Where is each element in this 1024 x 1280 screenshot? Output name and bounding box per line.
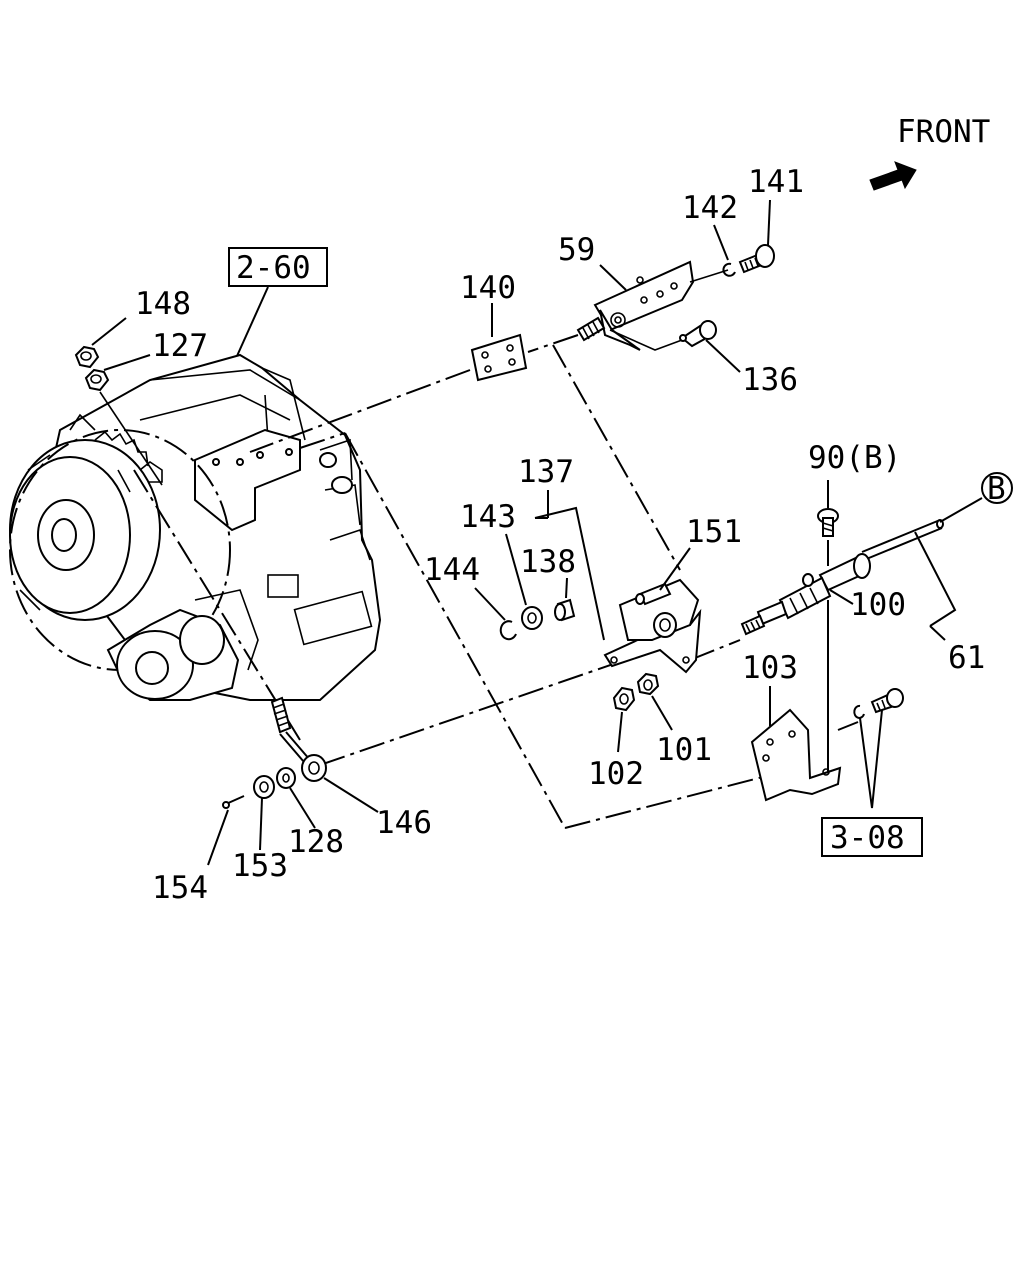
- cable-61: [740, 519, 944, 636]
- injection-pump-drawing: [9, 353, 382, 701]
- callout-140: 140: [460, 270, 516, 306]
- pin-151: [635, 582, 672, 606]
- bolt-90b: [817, 508, 839, 537]
- ref-box-2-60: [228, 247, 328, 287]
- bracket-103: [750, 708, 842, 802]
- callout-153: 153: [232, 848, 288, 884]
- callout-100: 100: [850, 587, 906, 623]
- nut-101: [636, 672, 660, 696]
- clip-3-08: [853, 704, 865, 719]
- clip-142: [722, 262, 736, 277]
- ref-2-60-label: 2-60: [236, 250, 311, 286]
- callout-148: 148: [135, 286, 191, 322]
- lever-137: [603, 578, 702, 674]
- joint-146: [301, 754, 327, 782]
- front-label: FRONT: [897, 114, 990, 150]
- callout-141: 141: [748, 164, 804, 200]
- front-arrow-icon: [869, 161, 917, 191]
- washer-153: [253, 775, 275, 799]
- ref-circle-b: [981, 472, 1013, 504]
- callout-128: 128: [288, 824, 344, 860]
- bracket-59: [576, 260, 695, 351]
- callout-101: 101: [656, 732, 712, 768]
- callout-136: 136: [742, 362, 798, 398]
- bolt-141: [738, 244, 775, 274]
- plate-140: [470, 333, 528, 382]
- callout-151: 151: [686, 514, 742, 550]
- callout-90b: 90(B): [808, 440, 901, 476]
- nut-148: [74, 345, 100, 369]
- ref-b-label: B: [987, 471, 1006, 507]
- bolt-3-08: [870, 688, 904, 714]
- callout-154: 154: [152, 870, 208, 906]
- rod-linkage: [270, 696, 311, 763]
- nut-127: [84, 368, 110, 392]
- washer-128: [276, 767, 296, 789]
- pin-154: [222, 795, 245, 809]
- callout-61: 61: [948, 640, 985, 676]
- nut-102: [612, 686, 636, 712]
- callout-127: 127: [152, 328, 208, 364]
- callout-59: 59: [558, 232, 595, 268]
- collar-138: [554, 598, 576, 622]
- callout-138: 138: [520, 544, 576, 580]
- callout-142: 142: [682, 190, 738, 226]
- callout-146: 146: [376, 805, 432, 841]
- callout-103: 103: [742, 650, 798, 686]
- screw-136: [679, 320, 717, 348]
- callout-143: 143: [460, 499, 516, 535]
- callout-102: 102: [588, 756, 644, 792]
- washer-143: [521, 606, 543, 630]
- ref-3-08-label: 3-08: [830, 820, 905, 856]
- clip-144: [499, 620, 517, 641]
- callout-137: 137: [518, 454, 574, 490]
- ref-box-3-08: [821, 817, 923, 857]
- callout-144: 144: [424, 552, 480, 588]
